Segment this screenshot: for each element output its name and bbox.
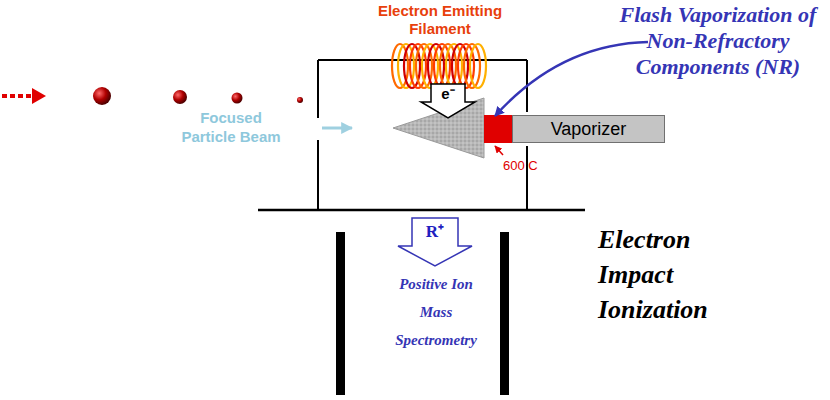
beam-arrow: [322, 127, 352, 130]
particle: [297, 97, 303, 103]
spectrometer-label-holder: Positive Ion Mass Spectrometry: [388, 270, 484, 354]
arrow-head: [32, 88, 46, 104]
beam-label-holder: Focused Particle Beam: [175, 108, 287, 146]
temperature-label-holder: 600 C: [503, 158, 559, 174]
spectrometer-rod: [500, 232, 509, 395]
ion-arrow: [398, 218, 472, 266]
vaporizer-box: Vaporizer: [512, 115, 665, 143]
particles: [93, 87, 303, 105]
ion-symbol: R⁺: [412, 221, 458, 243]
chamber-left: [317, 60, 319, 118]
particle: [93, 87, 111, 105]
particle: [173, 90, 187, 104]
process-title: Flash Vaporization of Non-Refractory Com…: [612, 2, 824, 80]
process-title-holder: Flash Vaporization of Non-Refractory Com…: [612, 2, 824, 80]
process-title: Electron Impact Ionization: [598, 222, 740, 327]
electron-symbol-holder: e⁻: [430, 85, 466, 103]
coil-winding: [470, 44, 486, 88]
filament-label: Electron Emitting Filament: [360, 2, 520, 38]
ionizer-plate: [258, 209, 585, 212]
beam-label: Focused Particle Beam: [175, 108, 287, 146]
ion-symbol-holder: R⁺: [412, 221, 458, 243]
incoming-arrow: [2, 88, 46, 104]
temperature-label: 600 C: [503, 158, 559, 174]
temperature-leader: [495, 146, 503, 155]
electron-symbol: e⁻: [430, 85, 466, 103]
process-title-holder: Electron Impact Ionization: [598, 222, 740, 327]
spectrometer-rod: [336, 232, 345, 395]
chamber-right: [526, 146, 528, 210]
hot-tip: [484, 115, 512, 143]
vaporization-leader: [495, 42, 648, 116]
particle: [232, 93, 243, 104]
chamber-left: [317, 140, 319, 210]
filament-coil: [392, 44, 486, 88]
box-label: Vaporizer: [551, 119, 627, 140]
filament-label-holder: Electron Emitting Filament: [360, 2, 520, 38]
spectrometer-label: Positive Ion Mass Spectrometry: [388, 270, 484, 354]
electron-arrow: [421, 84, 475, 118]
dashed-shaft: [2, 94, 34, 98]
